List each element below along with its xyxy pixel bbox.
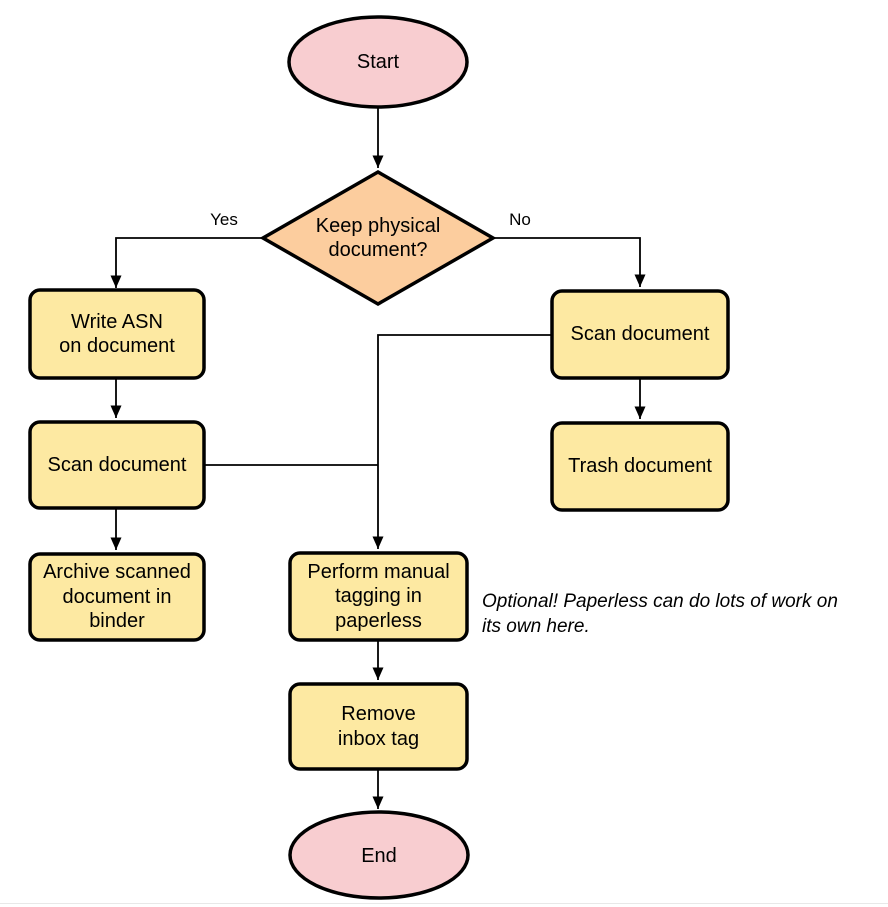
optional-annotation: Optional! Paperless can do lots of work … xyxy=(482,591,838,638)
start-terminator-shape xyxy=(287,15,469,109)
yes-edge-label: Yes xyxy=(210,210,238,229)
remove-inbox-process-shape xyxy=(288,682,469,771)
scan-right-process-shape xyxy=(550,289,730,380)
bottom-divider xyxy=(0,903,888,904)
tagging-process-shape xyxy=(288,551,469,642)
trash-process-shape xyxy=(550,421,730,512)
scan-left-process-shape xyxy=(28,420,206,510)
edge-decision-yes-to-write-asn xyxy=(110,237,263,288)
archive-process-shape xyxy=(28,552,206,642)
end-terminator-shape xyxy=(288,810,470,900)
write-asn-process-shape xyxy=(28,288,206,380)
decision-diamond-shape xyxy=(259,169,497,307)
edge-decision-no-to-scan-right xyxy=(493,237,646,287)
no-edge-label: No xyxy=(509,210,531,229)
edge-scan-right-to-tagging xyxy=(372,334,552,549)
